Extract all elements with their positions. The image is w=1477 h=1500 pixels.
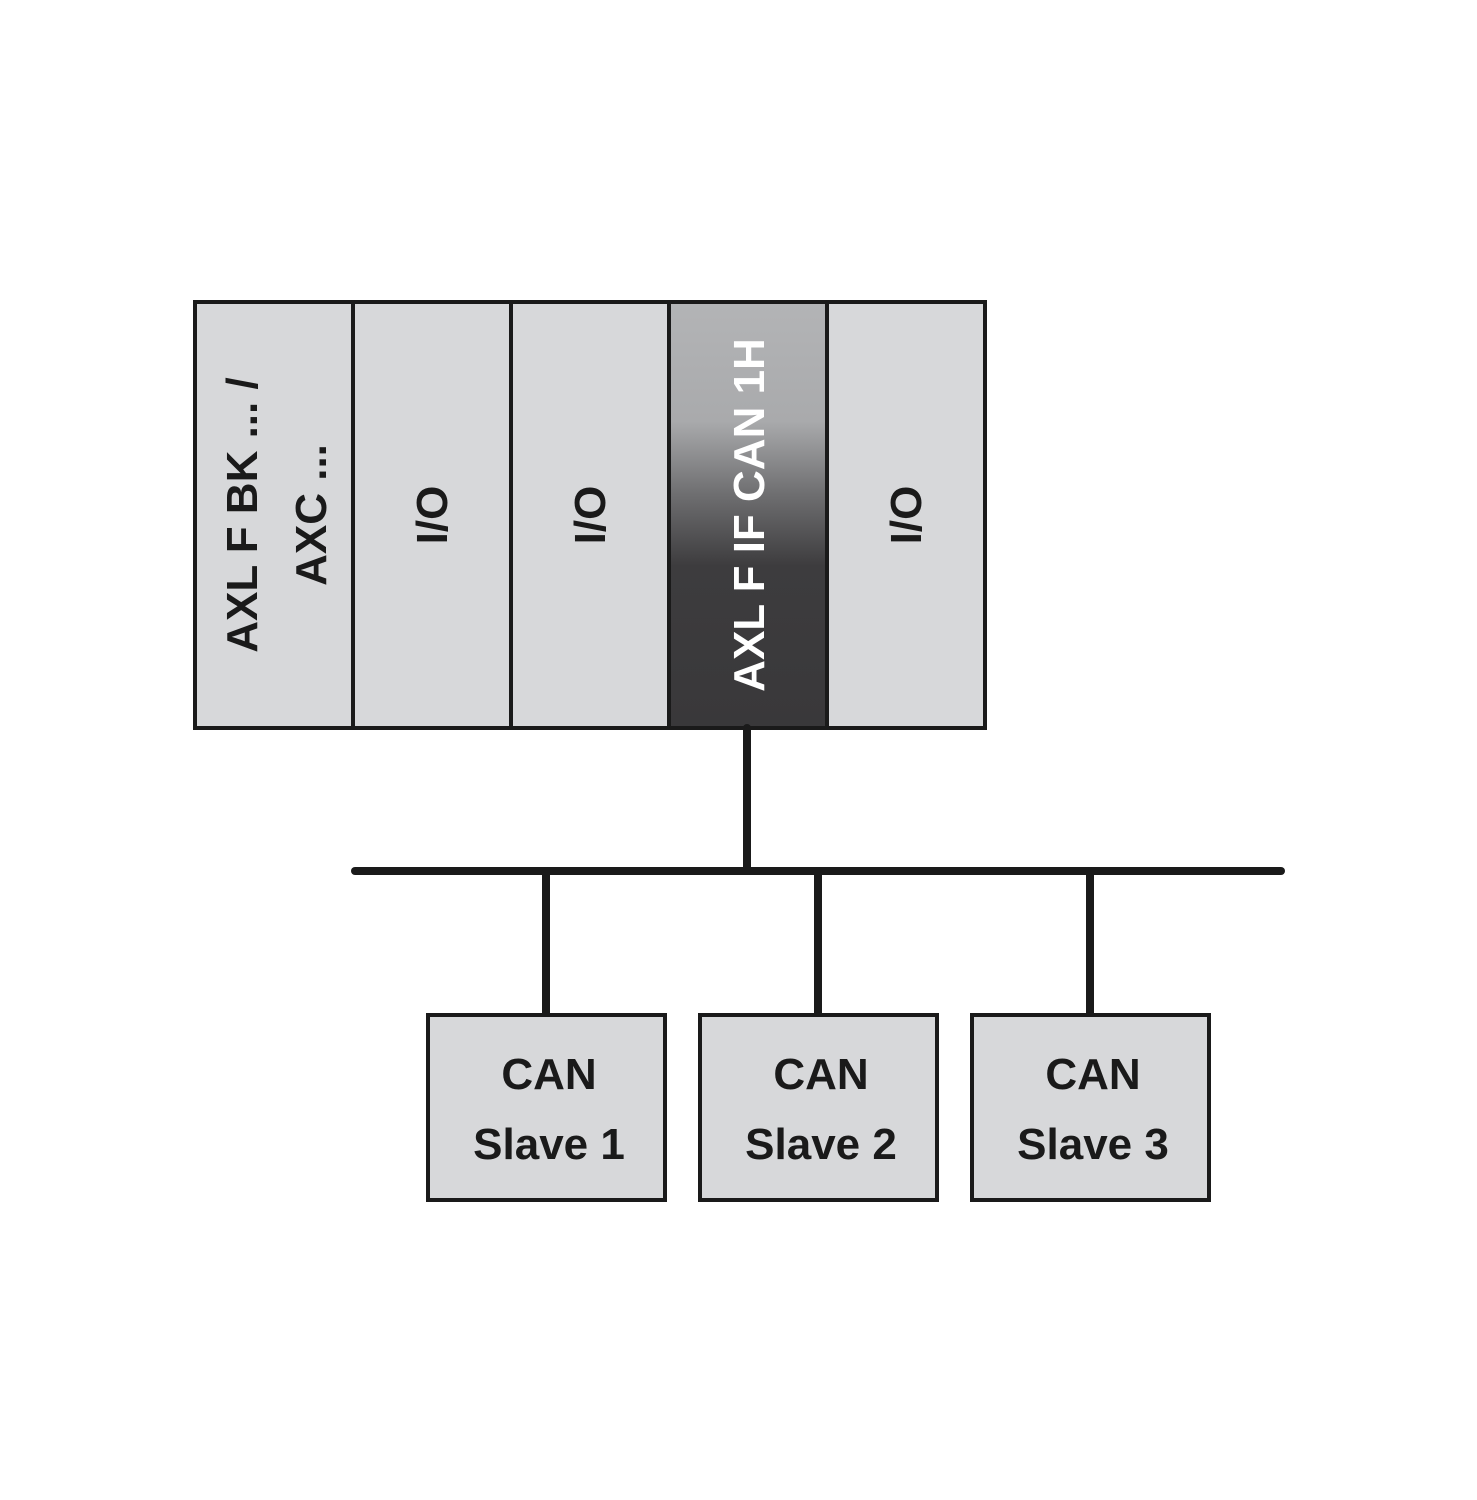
can-slave-2: CAN Slave 2: [698, 1013, 939, 1202]
module-io-2-label: I/O: [566, 486, 615, 545]
can-slave-3: CAN Slave 3: [970, 1013, 1211, 1202]
can-bus-lines: [351, 724, 1285, 1019]
module-bus-coupler-label-1: AXL F BK ... /: [218, 377, 267, 652]
can-slave-2-line-2: Slave 2: [745, 1120, 897, 1169]
module-can-interface: AXL F IF CAN 1H: [667, 300, 829, 730]
module-can-interface-label: AXL F IF CAN 1H: [725, 338, 774, 692]
can-slave-1-line-1: CAN: [501, 1050, 596, 1099]
module-bus-coupler: AXL F BK ... / AXC ...: [193, 300, 355, 730]
module-io-1-label: I/O: [408, 486, 457, 545]
can-slave-2-line-1: CAN: [773, 1050, 868, 1099]
module-bus-coupler-label-2: AXC ...: [287, 444, 336, 586]
module-io-2: I/O: [509, 300, 671, 730]
can-slave-3-line-2: Slave 3: [1017, 1120, 1169, 1169]
module-io-3-label: I/O: [882, 486, 931, 545]
module-io-3: I/O: [825, 300, 987, 730]
can-slave-1: CAN Slave 1: [426, 1013, 667, 1202]
can-slave-3-line-1: CAN: [1045, 1050, 1140, 1099]
station-module-group: AXL F BK ... / AXC ... I/O I/O AXL F IF …: [193, 300, 987, 730]
can-slave-1-line-2: Slave 1: [473, 1120, 625, 1169]
module-io-1: I/O: [351, 300, 513, 730]
